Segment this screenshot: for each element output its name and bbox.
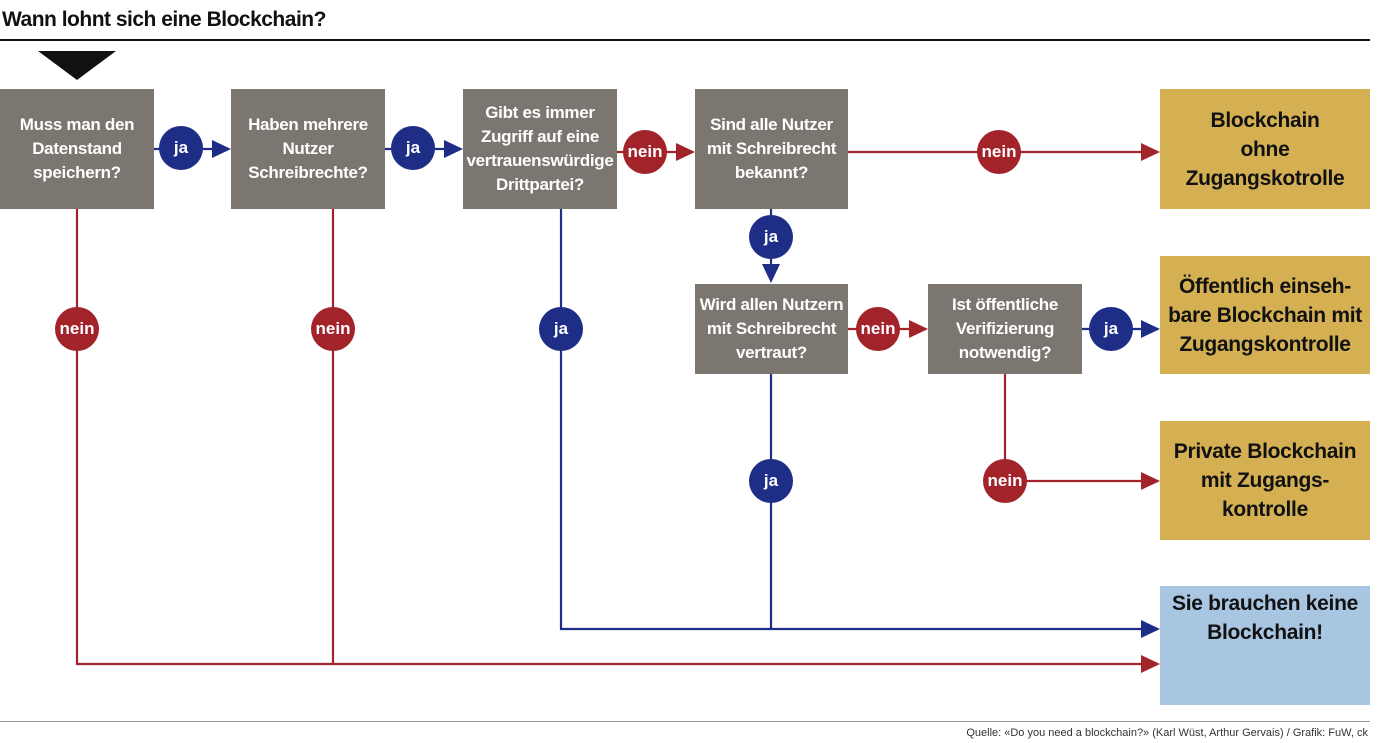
- title-rule: [0, 39, 1370, 41]
- arrow-head: [1141, 320, 1160, 338]
- result-no-blockchain: Sie brauchen keine Blockchain!: [1160, 586, 1370, 705]
- arrow-head: [212, 140, 231, 158]
- yes-badge: ja: [1089, 307, 1133, 351]
- arrow-head: [676, 143, 695, 161]
- no-badge: nein: [311, 307, 355, 351]
- arrow-head: [444, 140, 463, 158]
- result-label: Blockchain ohne Zugangskotrolle: [1185, 108, 1345, 190]
- arrow-head: [1141, 655, 1160, 673]
- arrow-head: [1141, 620, 1160, 638]
- no-badge: nein: [55, 307, 99, 351]
- page-title: Wann lohnt sich eine Blockchain?: [2, 8, 326, 31]
- result-permissionless-blockchain: Blockchain ohne Zugangskotrolle: [1160, 89, 1370, 209]
- arrow-heads: [212, 140, 1160, 673]
- result-label: Private Blockchain mit Zugangs- kontroll…: [1173, 440, 1357, 521]
- question-public-verification: Ist öffentliche Verifizierung notwendig?: [928, 284, 1082, 374]
- arrow-head: [1141, 472, 1160, 490]
- question-writers-known: Sind alle Nutzer mit Schreibrecht bekann…: [695, 89, 848, 209]
- question-writers-trusted: Wird allen Nutzern mit Schreibrecht vert…: [695, 284, 848, 374]
- question-store-data: Muss man den Datenstand speichern?: [0, 89, 154, 209]
- no-badge: nein: [856, 307, 900, 351]
- yes-badge: ja: [749, 215, 793, 259]
- arrow-head: [1141, 143, 1160, 161]
- arrow-head: [762, 264, 780, 283]
- result-private-permissioned-blockchain: Private Blockchain mit Zugangs- kontroll…: [1160, 421, 1370, 540]
- result-label: Öffentlich einseh- bare Blockchain mit Z…: [1168, 274, 1362, 356]
- question-label: Ist öffentliche Verifizierung notwendig?: [951, 295, 1058, 362]
- yes-badge: ja: [749, 459, 793, 503]
- yes-badge: ja: [539, 307, 583, 351]
- no-badge: nein: [983, 459, 1027, 503]
- yes-badge: ja: [159, 126, 203, 170]
- source-credit: Quelle: «Do you need a blockchain?» (Kar…: [966, 727, 1368, 739]
- yes-badge: ja: [391, 126, 435, 170]
- no-badge: nein: [977, 130, 1021, 174]
- yes-lines: [154, 147, 1143, 631]
- question-label: Haben mehrere Nutzer Schreibrechte?: [248, 115, 368, 182]
- question-label: Sind alle Nutzer mit Schreibrecht bekann…: [706, 115, 837, 182]
- arrow-head: [909, 320, 928, 338]
- no-badge: nein: [623, 130, 667, 174]
- question-trusted-third-party: Gibt es immer Zugriff auf eine vertrauen…: [463, 89, 617, 209]
- question-label: Muss man den Datenstand speichern?: [19, 115, 135, 182]
- no-lines: [75, 150, 1143, 666]
- start-marker: [38, 51, 116, 80]
- question-label: Gibt es immer Zugriff auf eine vertrauen…: [466, 103, 614, 194]
- question-multiple-writers: Haben mehrere Nutzer Schreibrechte?: [231, 89, 385, 209]
- question-label: Wird allen Nutzern mit Schreibrecht vert…: [699, 295, 844, 362]
- footer-rule: [0, 721, 1370, 722]
- result-label: Sie brauchen keine Blockchain!: [1171, 592, 1358, 644]
- result-public-permissioned-blockchain: Öffentlich einseh- bare Blockchain mit Z…: [1160, 256, 1370, 374]
